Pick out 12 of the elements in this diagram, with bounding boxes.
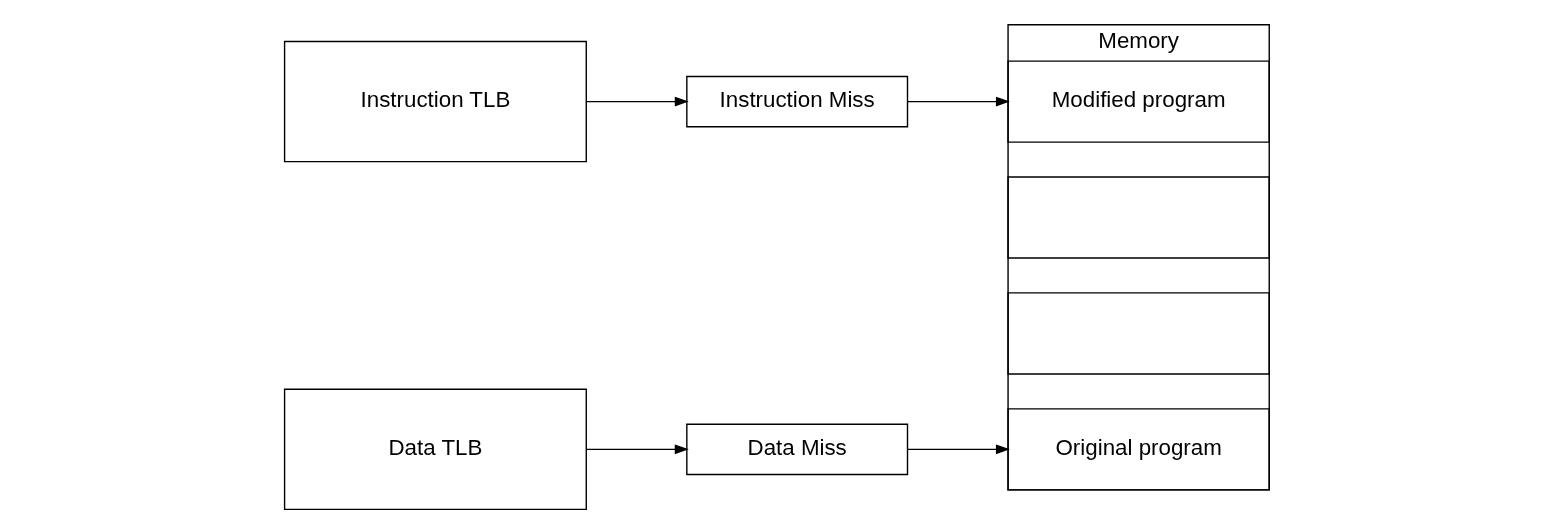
node-box: Modified program [1006, 60, 1270, 143]
node-box: Original program [1006, 408, 1270, 491]
arrow [585, 444, 689, 455]
node-box: Data TLB [283, 388, 587, 511]
node-box [1006, 292, 1270, 375]
arrow [585, 96, 689, 107]
node-box: Instruction Miss [685, 75, 908, 128]
arrow [906, 96, 1010, 107]
node-box [1006, 176, 1270, 259]
node-box: Data Miss [685, 423, 908, 476]
node-box: Instruction TLB [283, 40, 587, 163]
arrow [906, 444, 1010, 455]
